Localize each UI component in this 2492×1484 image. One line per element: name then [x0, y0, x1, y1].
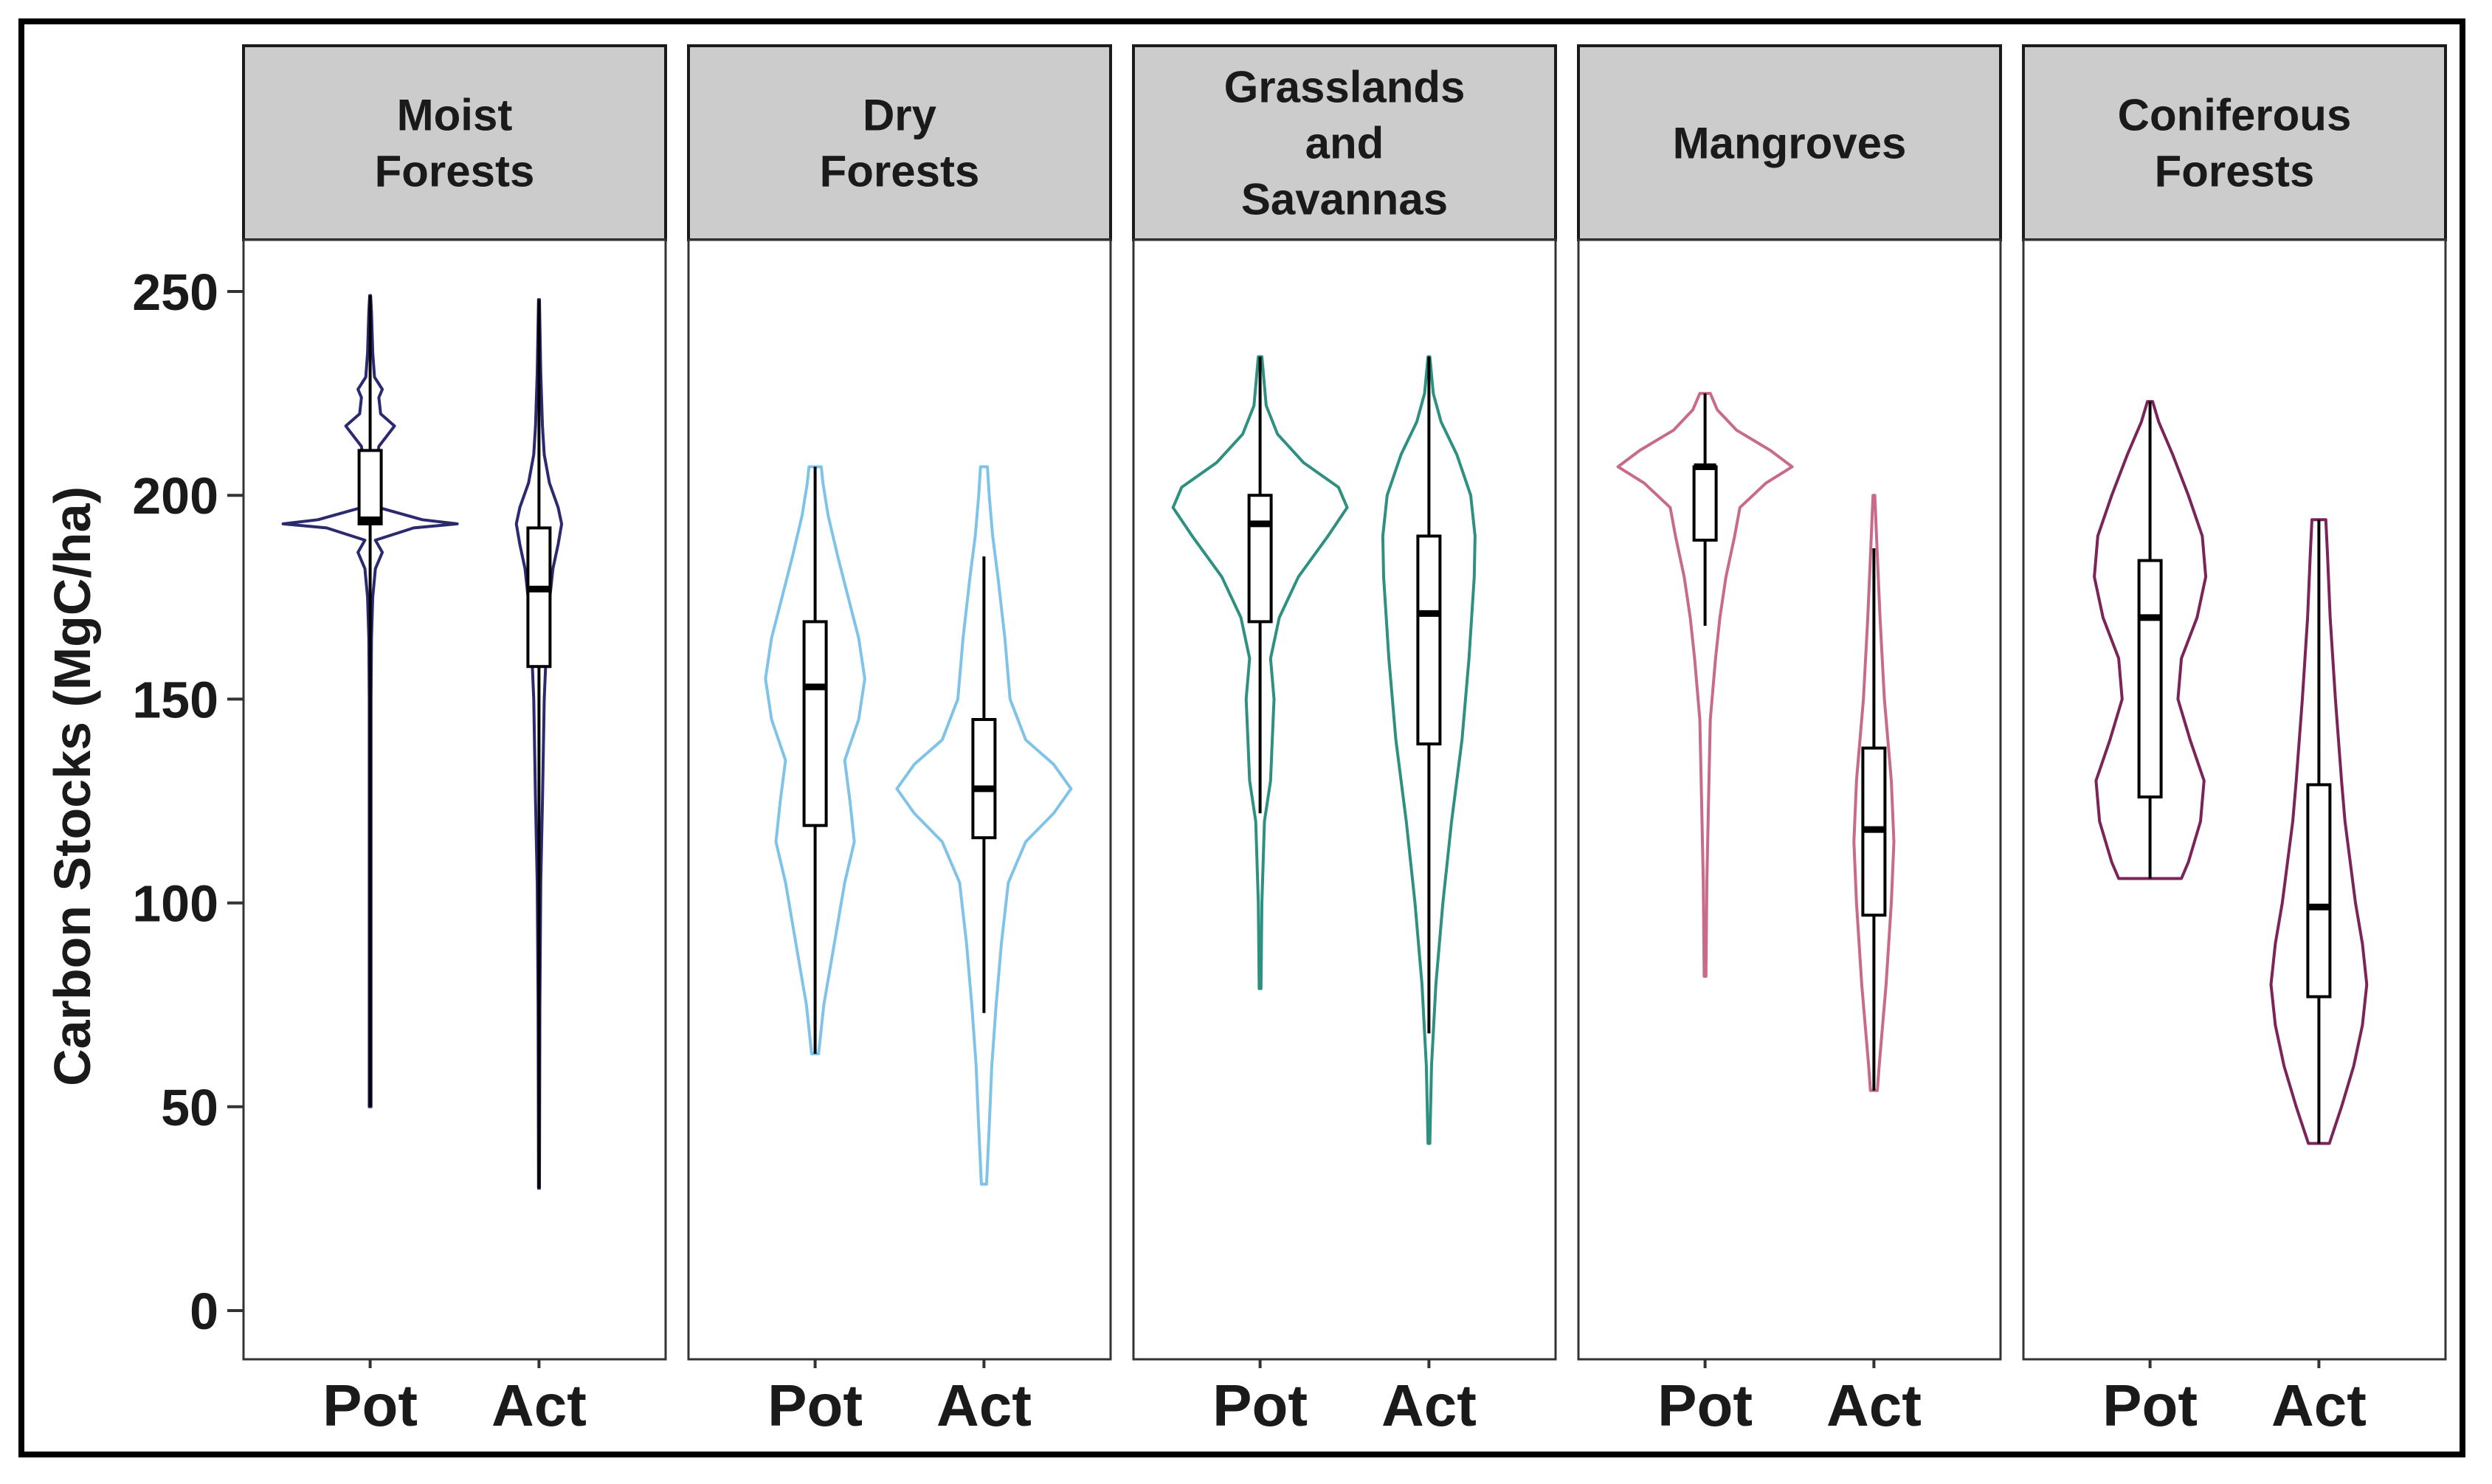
- panel-strip-label: Forests: [375, 147, 535, 196]
- violin-shape: [2093, 400, 2208, 880]
- x-tick-label: Pot: [1657, 1373, 1753, 1438]
- x-tick-label: Act: [491, 1373, 587, 1438]
- panel-strip-label: Savannas: [1241, 175, 1448, 224]
- violin-shape: [1171, 355, 1349, 990]
- iqr-box: [2137, 559, 2163, 798]
- panel-body: [687, 238, 1112, 1361]
- x-tick-label: Act: [1381, 1373, 1477, 1438]
- x-tick-label: Pot: [767, 1373, 863, 1438]
- iqr-box: [1416, 534, 1442, 746]
- y-tick-label: 150: [132, 671, 218, 728]
- violin-shape: [1852, 494, 1896, 1092]
- x-tick-label: Act: [1826, 1373, 1922, 1438]
- panel-strip-label: Grasslands: [1224, 63, 1466, 112]
- y-tick-label: 250: [132, 263, 218, 321]
- iqr-box: [971, 718, 997, 840]
- violin-shape: [281, 294, 459, 1108]
- panel-strip-label: Coniferous: [2118, 91, 2352, 140]
- x-tick-label: Pot: [322, 1373, 418, 1438]
- violin-shape: [895, 465, 1073, 1186]
- iqr-box: [1692, 465, 1718, 542]
- x-tick-label: Act: [2271, 1373, 2367, 1438]
- x-tick-label: Pot: [1212, 1373, 1308, 1438]
- y-tick-label: 0: [190, 1283, 218, 1340]
- panel-strip-label: Forests: [820, 147, 980, 196]
- iqr-box: [526, 526, 552, 669]
- iqr-box: [1247, 494, 1273, 624]
- violin-shape: [1616, 392, 1794, 978]
- panel-body: [1132, 238, 1557, 1361]
- panel-strip-label: Moist: [397, 91, 513, 140]
- panel-strip: [2022, 44, 2447, 241]
- y-tick-label: 100: [132, 875, 218, 933]
- x-tick-label: Pot: [2102, 1373, 2198, 1438]
- panel-body: [1577, 238, 2002, 1361]
- panel-strip-label: Mangroves: [1673, 119, 1907, 168]
- panel-strip: [687, 44, 1112, 241]
- y-tick-label: 200: [132, 467, 218, 525]
- panel-body: [2022, 238, 2447, 1361]
- iqr-box: [357, 449, 383, 525]
- violin-shape: [764, 465, 866, 1055]
- panel-strip: [1577, 44, 2002, 241]
- panel-strip: [242, 44, 667, 241]
- violin-shape: [2269, 518, 2369, 1145]
- y-axis-title: Carbon Stocks (MgC/ha): [44, 486, 101, 1086]
- panel-strip-label: Forests: [2155, 147, 2315, 196]
- iqr-box: [2306, 783, 2332, 998]
- panel-body: [242, 238, 667, 1361]
- panel-strip-label: and: [1305, 119, 1384, 168]
- panel-strip-label: Dry: [863, 91, 937, 140]
- iqr-box: [802, 620, 828, 827]
- x-tick-label: Act: [936, 1373, 1032, 1438]
- y-tick-label: 50: [161, 1079, 218, 1136]
